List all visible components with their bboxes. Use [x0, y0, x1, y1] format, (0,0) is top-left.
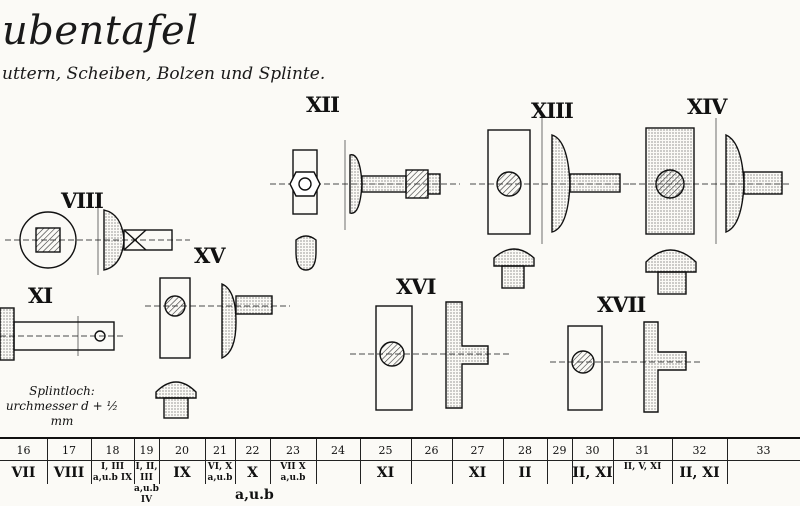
- page-subtitle: uttern, Scheiben, Bolzen und Splinte.: [2, 64, 326, 84]
- table-value-cell: II, XI: [572, 465, 613, 481]
- figure-xiii-drawing: [470, 118, 630, 289]
- table-column-divider: [159, 439, 160, 484]
- table-value-cell: II, V, XI: [623, 462, 662, 472]
- table-value-cell: II: [518, 465, 532, 481]
- table-value-cell: VII X a,u.b: [280, 462, 306, 483]
- table-header-cell: 20: [175, 444, 189, 457]
- table-value-cell: [727, 462, 800, 484]
- table-header-cell: 29: [552, 444, 567, 457]
- table-header-cell: 23: [286, 444, 300, 457]
- table-value-cell: [316, 462, 360, 484]
- figure-label-xiii: XIII: [531, 98, 574, 123]
- figure-label-xvi: XVI: [396, 274, 436, 299]
- table-header-cell: 17: [62, 444, 76, 457]
- table-header-cell: 27: [470, 444, 485, 457]
- page-title: ubentafel: [2, 8, 199, 54]
- table-column-divider: [727, 439, 728, 484]
- figure-label-xi: XI: [28, 283, 53, 308]
- table-header-cell: 32: [692, 444, 707, 457]
- cotter-hole-note: Splintloch: urchmesser d + ½ mm: [2, 384, 122, 429]
- figure-label-xv: XV: [194, 243, 226, 268]
- table-header-cell: 16: [16, 444, 31, 457]
- note-line-2: urchmesser d + ½ mm: [5, 399, 119, 428]
- table-column-divider: [316, 439, 317, 484]
- table-column-divider: [134, 439, 135, 484]
- table-header-cell: 30: [585, 444, 600, 457]
- table-header-cell: 19: [139, 444, 154, 457]
- table-column-divider: [205, 439, 206, 484]
- table-header-cell: 18: [105, 444, 120, 457]
- table-value-cell: I, II, III a,u.b IV: [134, 462, 159, 505]
- table-column-divider: [47, 439, 48, 484]
- table-value-cell: XI: [376, 465, 395, 481]
- table-value-cell: VI, X a,u.b: [207, 462, 233, 483]
- figure-viii-drawing: [5, 205, 190, 275]
- drawing-sheet: ubentafel uttern, Scheiben, Bolzen und S…: [0, 8, 800, 505]
- table-column-divider: [452, 439, 453, 484]
- figure-xi-drawing: [0, 307, 125, 361]
- table-header-cell: 31: [635, 444, 650, 457]
- table-column-divider: [503, 439, 504, 484]
- table-value-cell: VIII: [53, 465, 85, 481]
- figure-label-xiv: XIV: [687, 94, 727, 119]
- table-value-cell: II, XI: [679, 465, 720, 481]
- figure-xv-drawing: [145, 277, 290, 419]
- table-row-divider: [0, 460, 800, 461]
- table-column-divider: [91, 439, 92, 484]
- table-value-cell: I, III a,u.b IX: [92, 462, 133, 483]
- table-header-cell: 28: [518, 444, 532, 457]
- table-column-divider: [360, 439, 361, 484]
- table-header-cell: 21: [213, 444, 227, 457]
- table-header-cell: 25: [378, 444, 393, 457]
- table-value-cell: XI: [468, 465, 487, 481]
- table-header-cell: 24: [331, 444, 345, 457]
- note-line-1: Splintloch:: [29, 384, 95, 398]
- figure-xii-drawing: [270, 140, 460, 271]
- table-value-cell: IX: [173, 465, 191, 481]
- table-value-cell: VII: [11, 465, 36, 481]
- reference-table: [0, 437, 800, 486]
- table-column-divider: [411, 439, 412, 484]
- table-column-divider: [672, 439, 673, 484]
- table-column-divider: [270, 439, 271, 484]
- figure-label-xvii: XVII: [597, 292, 646, 317]
- table-column-divider: [613, 439, 614, 484]
- table-header-cell: 33: [756, 444, 771, 457]
- figure-xiv-drawing: [630, 118, 790, 295]
- table-value-cell: [411, 462, 452, 484]
- table-column-divider: [572, 439, 573, 484]
- figure-xvi-drawing: [350, 301, 510, 411]
- table-header-cell: 22: [245, 444, 260, 457]
- table-column-divider: [547, 439, 548, 484]
- table-value-cell: [547, 462, 572, 484]
- figure-label-viii: VIII: [61, 188, 104, 213]
- table-value-cell: X a,u.b: [235, 465, 274, 503]
- technical-drawings: [0, 118, 790, 419]
- figure-xvii-drawing: [550, 321, 700, 413]
- table-header-cell: 26: [424, 444, 439, 457]
- figure-label-xii: XII: [306, 92, 340, 117]
- table-column-divider: [235, 439, 236, 484]
